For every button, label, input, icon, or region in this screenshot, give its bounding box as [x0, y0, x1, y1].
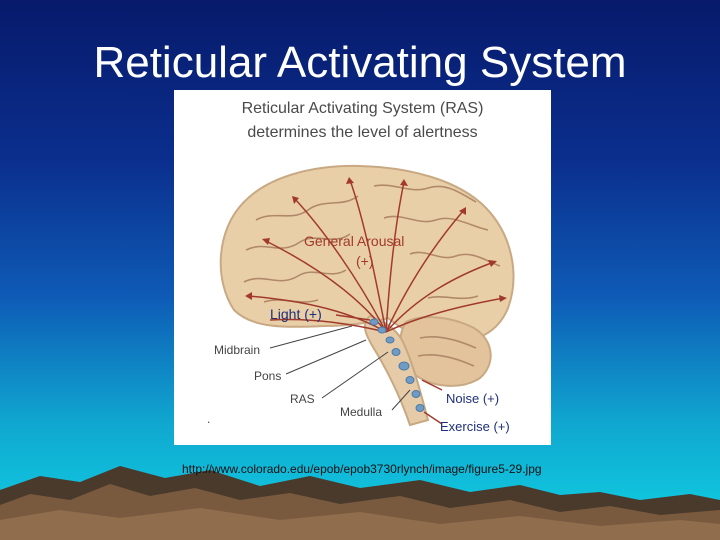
label-midbrain: Midbrain — [214, 343, 260, 357]
ras-nodes — [369, 318, 425, 412]
brain-diagram: General Arousal (+) Light (+) Midbrain P… — [207, 164, 515, 434]
label-ras: RAS — [290, 392, 315, 406]
brain-folds — [243, 184, 501, 367]
label-leaders — [269, 325, 411, 411]
mountain-highlight — [0, 508, 720, 540]
ras-diagram-panel: Reticular Activating System (RAS) determ… — [174, 90, 551, 445]
diagram-title-line-1: Reticular Activating System (RAS) — [241, 100, 484, 117]
label-dot: . — [207, 412, 210, 426]
label-pons: Pons — [254, 369, 281, 383]
input-arrows — [335, 314, 443, 425]
diagram-title-line-2: determines the level of alertness — [247, 124, 478, 141]
label-exercise: Exercise (+) — [440, 419, 510, 434]
label-medulla: Medulla — [340, 405, 382, 419]
cerebrum-shape — [219, 164, 515, 344]
arousal-arrows — [247, 179, 505, 333]
source-url-caption: http://www.colorado.edu/epob/epob3730rly… — [182, 462, 542, 476]
label-noise: Noise (+) — [446, 391, 499, 406]
arrow-heads — [245, 177, 507, 302]
label-light: Light (+) — [270, 306, 322, 322]
label-general-arousal: General Arousal — [304, 233, 404, 249]
brainstem-shape — [363, 314, 430, 427]
label-general-arousal-sign: (+) — [356, 253, 374, 269]
slide-title: Reticular Activating System — [93, 38, 627, 87]
